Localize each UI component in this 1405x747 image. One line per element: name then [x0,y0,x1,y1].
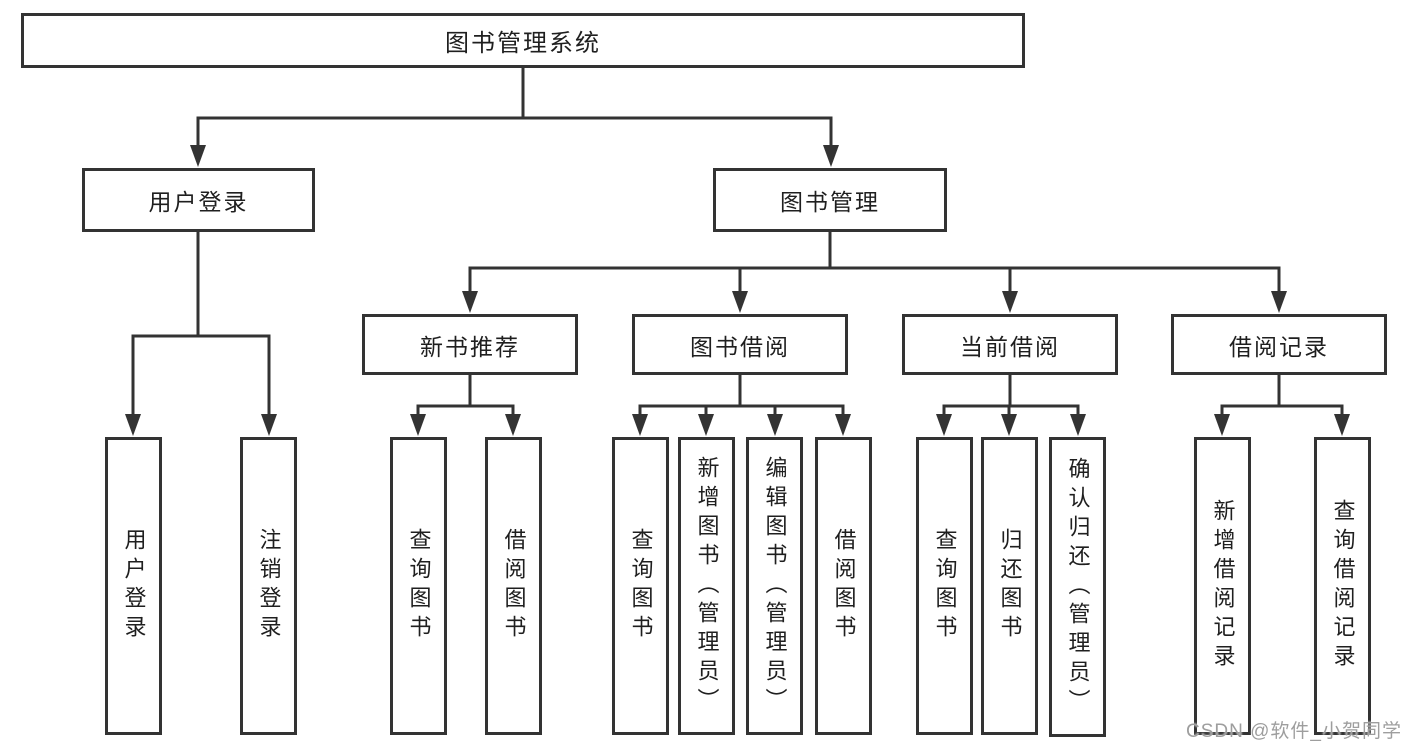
node-label: 用户登录 [148,189,249,215]
node-label: 新增借阅记录 [1210,499,1236,673]
node-leaf-borrow-books-recommend: 借阅图书 [485,437,542,735]
node-book-borrow: 图书借阅 [632,314,848,375]
node-leaf-query-books-recommend: 查询图书 [390,437,447,735]
node-leaf-add-borrow-record: 新增借阅记录 [1194,437,1251,735]
node-leaf-logout: 注销登录 [240,437,297,735]
node-new-book-recommend: 新书推荐 [362,314,578,375]
node-current-borrow: 当前借阅 [902,314,1118,375]
node-label: 查询图书 [406,528,432,644]
node-leaf-return-books: 归还图书 [981,437,1038,735]
node-leaf-edit-books-admin: 编辑图书（管理员） [746,437,803,735]
node-library-management-system: 图书管理系统 [21,13,1025,68]
node-label: 新增图书（管理员） [694,455,720,717]
node-label: 图书管理系统 [445,30,601,57]
node-leaf-add-books-admin: 新增图书（管理员） [678,437,735,735]
connector-root-to-level2 [190,68,839,167]
connector-records-to-leaves [1214,375,1350,436]
node-label: 用户登录 [121,528,147,644]
node-label: 借阅图书 [831,528,857,644]
node-label: 借阅记录 [1229,333,1329,360]
node-leaf-query-books-borrow: 查询图书 [612,437,669,735]
csdn-watermark: CSDN @软件_小贺同学 [1186,721,1402,742]
node-label: 借阅图书 [501,528,527,644]
node-leaf-user-login: 用户登录 [105,437,162,735]
node-user-login: 用户登录 [82,168,315,232]
connector-book-management-to-level3 [462,232,1287,313]
node-leaf-borrow-books-borrow: 借阅图书 [815,437,872,735]
node-label: 编辑图书（管理员） [762,455,788,717]
node-label: 归还图书 [997,528,1023,644]
node-label: 当前借阅 [960,333,1060,360]
node-leaf-query-borrow-record: 查询借阅记录 [1314,437,1371,735]
connector-user-login-to-leaves [125,232,277,436]
node-label: 查询图书 [628,528,654,644]
node-label: 图书管理 [780,189,880,215]
connector-current-to-leaves [936,375,1086,436]
node-label: 确认归还（管理员） [1065,456,1091,718]
node-label: 新书推荐 [420,333,520,360]
connector-recommend-to-leaves [410,375,521,436]
node-label: 注销登录 [256,528,282,644]
node-book-management: 图书管理 [713,168,947,232]
node-borrow-records: 借阅记录 [1171,314,1387,375]
connector-borrow-to-leaves [632,375,851,436]
node-label: 查询图书 [932,528,958,644]
node-leaf-confirm-return-admin: 确认归还（管理员） [1049,437,1106,737]
node-label: 图书借阅 [690,333,790,360]
node-label: 查询借阅记录 [1330,499,1356,673]
node-leaf-query-books-current: 查询图书 [916,437,973,735]
